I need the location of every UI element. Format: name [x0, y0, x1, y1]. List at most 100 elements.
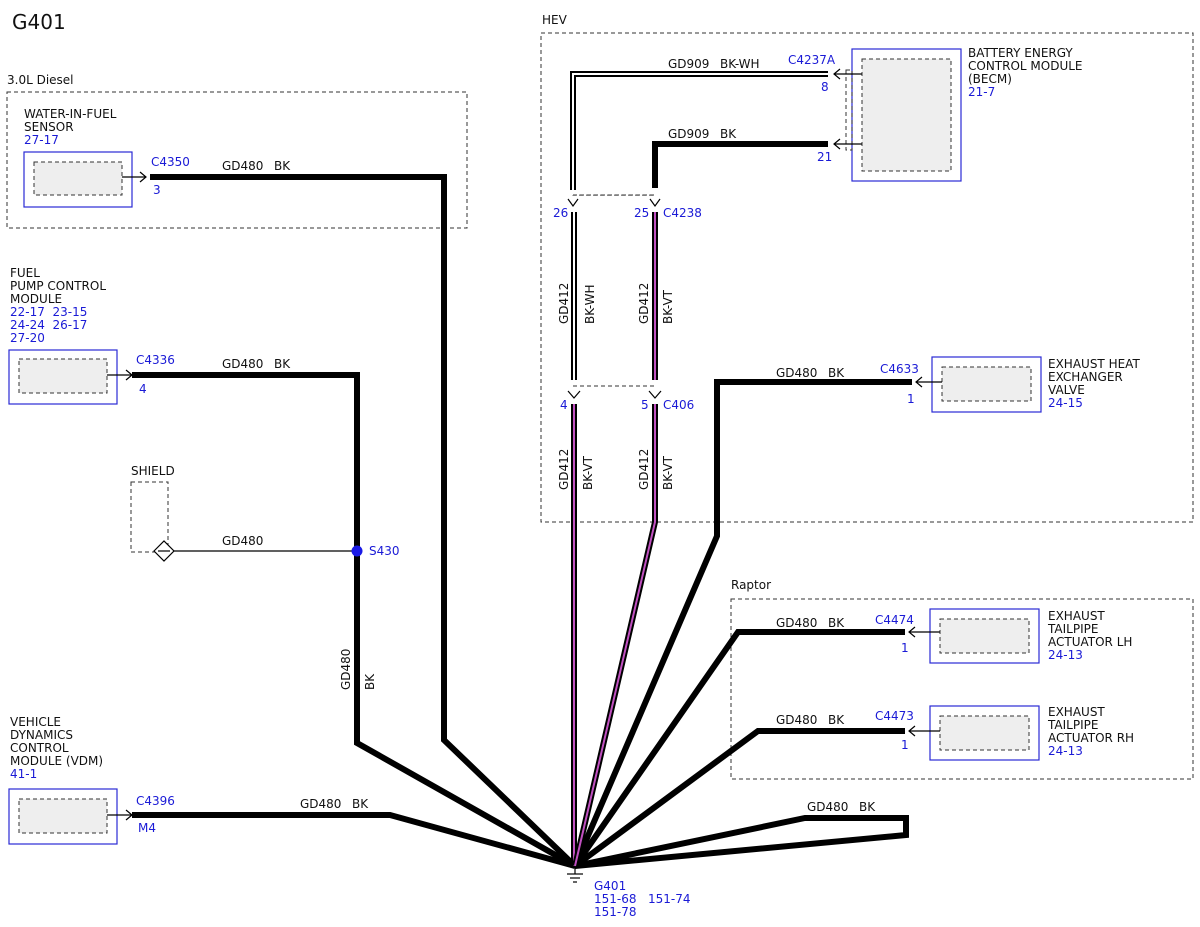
vdm-wire-circuit: GD480 — [300, 797, 341, 811]
gd412-c-color: BK-VT — [581, 455, 595, 490]
etal-name-2: TAILPIPE — [1047, 622, 1098, 636]
becm-pin-8: 8 — [821, 80, 829, 94]
c406-pin5-icon — [648, 390, 662, 399]
fpcm-ref-1[interactable]: 22-17 23-15 — [10, 305, 87, 319]
gd412-a-circuit: GD412 — [557, 283, 571, 324]
wire-gd480-etar — [573, 728, 905, 869]
wif-name-1: WATER-IN-FUEL — [24, 107, 117, 121]
becm-ref[interactable]: 21-7 — [968, 85, 995, 99]
vdm-pin: M4 — [138, 821, 156, 835]
wif-wire-circuit: GD480 — [222, 159, 263, 173]
group-box-hev — [540, 32, 1194, 523]
etar-pin: 1 — [901, 738, 909, 752]
shield-wire-circuit: GD480 — [222, 534, 263, 548]
loop-wire-color: BK — [859, 800, 876, 814]
wire-gd909-bk — [652, 141, 828, 188]
wif-arrow-icon — [139, 171, 147, 183]
splice-dot-icon[interactable] — [351, 545, 363, 557]
ground-ref-2[interactable]: 151-74 — [648, 892, 691, 906]
fpcm-connector[interactable]: C4336 — [136, 353, 175, 367]
becm8-wire-circuit: GD909 — [668, 57, 709, 71]
wire-gd480-vdm — [132, 812, 576, 869]
gd412-b-color: BK-VT — [661, 289, 675, 324]
ground-name[interactable]: G401 — [594, 879, 626, 893]
c4238-connector[interactable]: C4238 — [663, 206, 702, 220]
ehev-arrow-icon — [915, 376, 923, 388]
wire-gd480-etal — [572, 629, 905, 868]
etal-inner — [939, 618, 1030, 654]
ehev-name-2: EXCHANGER — [1048, 370, 1123, 384]
fpcm-wire-color: BK — [274, 357, 291, 371]
etar-name-3: ACTUATOR RH — [1048, 731, 1134, 745]
vdm-inner — [18, 798, 108, 834]
c406-pin-4: 4 — [560, 398, 568, 412]
loop-wire-circuit: GD480 — [807, 800, 848, 814]
becm-connector[interactable]: C4237A — [788, 53, 836, 67]
fpcm-ref-3[interactable]: 27-20 — [10, 331, 45, 345]
fpcm-pin: 4 — [139, 382, 147, 396]
gd412-c-circuit: GD412 — [557, 449, 571, 490]
etal-name-3: ACTUATOR LH — [1048, 635, 1132, 649]
fpcm-name-2: PUMP CONTROL — [10, 279, 106, 293]
wif-ref[interactable]: 27-17 — [24, 133, 59, 147]
c4238-pin-25: 25 — [634, 206, 649, 220]
etar-connector[interactable]: C4473 — [875, 709, 914, 723]
splice-label[interactable]: S430 — [369, 544, 400, 558]
becm8-wire-color: BK-WH — [720, 57, 760, 71]
gd412-a-color: BK-WH — [583, 284, 597, 324]
c406-connector[interactable]: C406 — [663, 398, 694, 412]
s430-wire-circuit: GD480 — [339, 649, 353, 690]
wif-wire-color: BK — [274, 159, 291, 173]
etal-connector[interactable]: C4474 — [875, 613, 914, 627]
becm-pin8-arrow-icon — [833, 68, 841, 80]
wire-gd480-fpcm — [132, 372, 577, 869]
ehev-ref[interactable]: 24-15 — [1048, 396, 1083, 410]
wire-gd412-bkvt-b-stripe — [574, 404, 656, 867]
vdm-name-4: MODULE (VDM) — [10, 754, 103, 768]
gd412-d-color: BK-VT — [661, 455, 675, 490]
becm-inner — [861, 58, 952, 172]
c406-pin-5: 5 — [641, 398, 649, 412]
becm-name-3: (BECM) — [968, 72, 1012, 86]
vdm-connector[interactable]: C4396 — [136, 794, 175, 808]
shield-box — [130, 481, 169, 553]
ground-ref-3[interactable]: 151-78 — [594, 905, 637, 919]
becm-pin21-arrow-icon — [833, 138, 841, 150]
ehev-name-1: EXHAUST HEAT — [1048, 357, 1140, 371]
c4238-pin-26: 26 — [553, 206, 568, 220]
etal-name-1: EXHAUST — [1048, 609, 1105, 623]
etar-wire-circuit: GD480 — [776, 713, 817, 727]
group-box-raptor — [730, 598, 1194, 780]
c4238-pin26-icon — [567, 198, 579, 208]
ground-ref-1[interactable]: 151-68 — [594, 892, 637, 906]
etal-ref[interactable]: 24-13 — [1048, 648, 1083, 662]
fpcm-arrow-icon — [125, 369, 133, 381]
etar-inner — [939, 715, 1030, 751]
fpcm-name-1: FUEL — [10, 266, 40, 280]
wire-gd480-ehev — [572, 379, 912, 868]
fpcm-ref-2[interactable]: 24-24 26-17 — [10, 318, 87, 332]
fpcm-wire-circuit: GD480 — [222, 357, 263, 371]
etal-wire-circuit: GD480 — [776, 616, 817, 630]
etal-wire-color: BK — [828, 616, 845, 630]
c406-pin4-icon — [567, 390, 581, 399]
ehev-name-3: VALVE — [1048, 383, 1085, 397]
becm-pin-21: 21 — [817, 150, 832, 164]
vdm-arrow-icon — [125, 809, 133, 821]
ehev-wire-circuit: GD480 — [776, 366, 817, 380]
becm21-wire-circuit: GD909 — [668, 127, 709, 141]
ehev-connector[interactable]: C4633 — [880, 362, 919, 376]
becm-name-2: CONTROL MODULE — [968, 59, 1083, 73]
etar-ref[interactable]: 24-13 — [1048, 744, 1083, 758]
group-box-diesel — [6, 91, 468, 229]
wif-connector[interactable]: C4350 — [151, 155, 190, 169]
etal-pin: 1 — [901, 641, 909, 655]
etar-name-1: EXHAUST — [1048, 705, 1105, 719]
gd412-b-circuit: GD412 — [637, 283, 651, 324]
becm-name-1: BATTERY ENERGY — [968, 46, 1073, 60]
ehev-wire-color: BK — [828, 366, 845, 380]
etar-name-2: TAILPIPE — [1047, 718, 1098, 732]
ground-icon — [567, 866, 583, 883]
vdm-ref[interactable]: 41-1 — [10, 767, 37, 781]
